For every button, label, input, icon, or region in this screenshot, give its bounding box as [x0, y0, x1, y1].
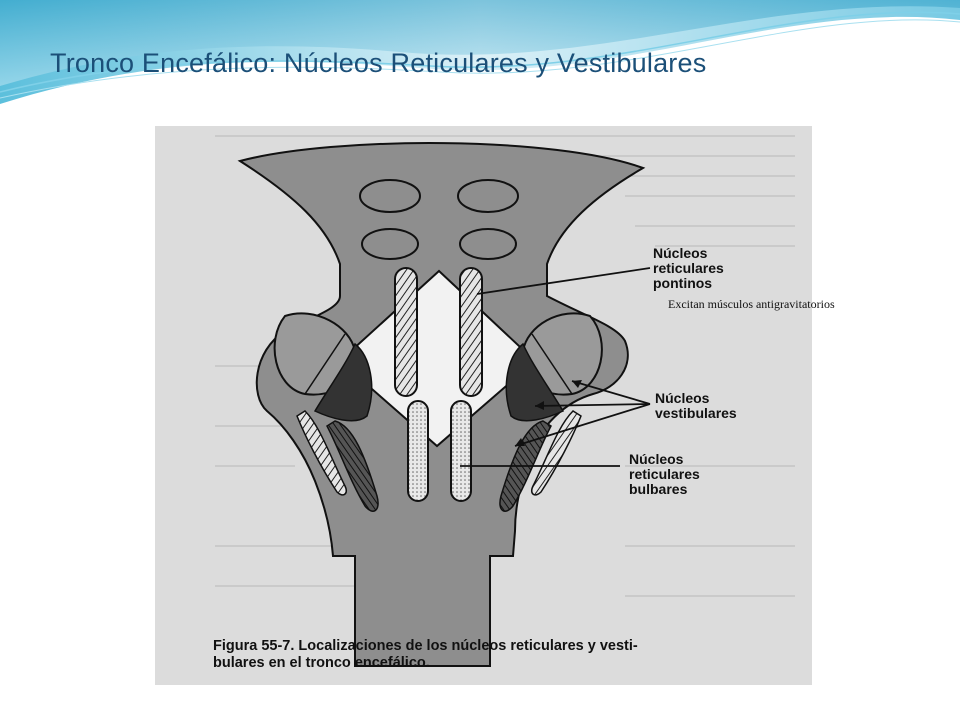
annotation-note: Excitan músculos antigravitatorios	[668, 297, 835, 311]
vestibular-nucleus-left-dark	[313, 342, 373, 422]
leader-arrowheads	[515, 380, 582, 446]
pontine-reticular-right	[459, 267, 483, 397]
vestibular-nucleus-right-dark	[505, 342, 565, 422]
peduncle-oval-right	[457, 179, 519, 213]
caption-line2: bulares en el tronco encefálico.	[213, 655, 430, 671]
pons-oval-right	[459, 228, 517, 260]
brainstem-diagram: Núcleos reticulares pontinos Núcleos ves…	[155, 126, 812, 685]
bulbar-reticular-left	[407, 400, 429, 502]
fourth-ventricle	[338, 269, 537, 448]
label-pontinos: Núcleos reticulares pontinos	[653, 245, 728, 291]
header-wave-decoration	[0, 0, 960, 104]
caption-bold: Figura 55-7.	[213, 638, 294, 654]
bulbar-reticular-right	[450, 400, 472, 502]
slide-title: Tronco Encefálico: Núcleos Reticulares y…	[50, 48, 707, 78]
vestibular-nucleus-left-hatched	[326, 420, 379, 512]
pons-oval-left	[361, 228, 419, 260]
peduncle-oval-left	[359, 179, 421, 213]
label-vestibulares: Núcleos vestibulares	[655, 390, 737, 421]
label-bulbares: Núcleos reticulares bulbares	[629, 451, 704, 497]
caption-line1: Localizaciones de los núcleos reticulare…	[298, 638, 637, 654]
vestibular-nucleus-left-lower	[296, 410, 348, 496]
vestibular-nucleus-right-lower	[530, 410, 582, 496]
figure-caption: Figura 55-7. Localizaciones de los núcle…	[213, 638, 642, 671]
pontine-reticular-left	[394, 267, 418, 397]
leader-lines	[460, 267, 651, 467]
